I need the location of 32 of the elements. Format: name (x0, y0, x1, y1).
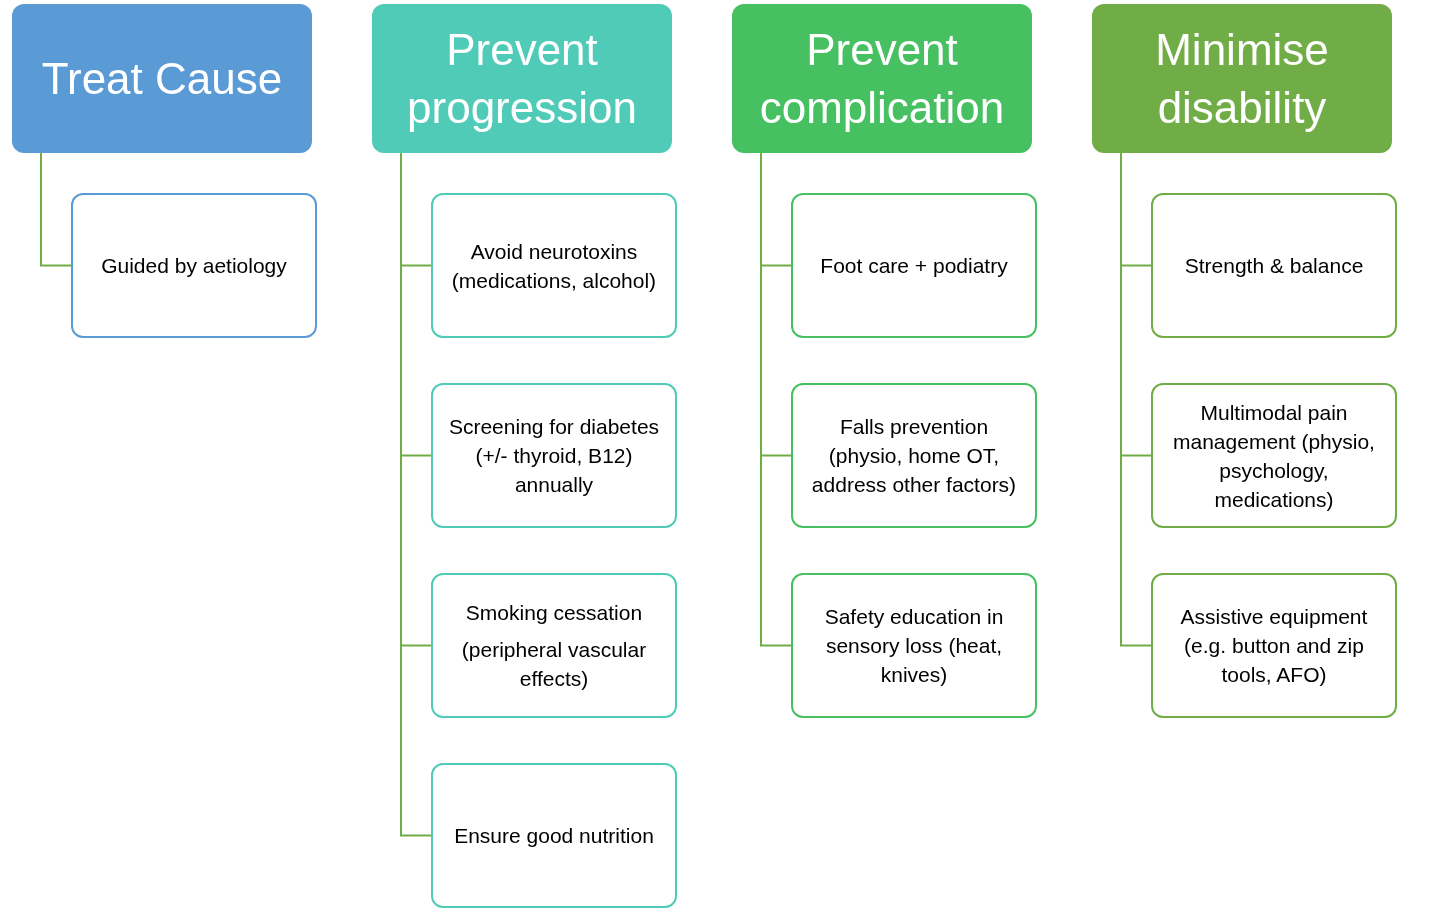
action-text: Screening for diabetes (+/- thyroid, B12) annually (447, 414, 661, 498)
action-text: Avoid neurotoxins (medications, alcohol) (450, 238, 658, 294)
action-text: Falls prevention (physio, home OT, address other factors) (810, 414, 1018, 498)
action-box (1151, 573, 1397, 718)
action-text: Smoking cessation (465, 600, 643, 626)
action-box (71, 193, 317, 338)
action-box (431, 193, 677, 338)
action-text: Multimodal pain management (physio, psychology, medications) (1172, 399, 1376, 513)
action-text: Safety education in sensory loss (heat, knives) (823, 604, 1005, 688)
action-text: (peripheral vascular effects) (460, 637, 648, 692)
action-text: Assistive equipment (e.g. button and zip tools, AFO) (1179, 604, 1369, 688)
action-text: Guided by aetiology (101, 253, 287, 279)
action-text: Foot care + podiatry (820, 253, 1008, 279)
action-box (791, 573, 1037, 718)
category-header (1092, 4, 1392, 153)
action-box (791, 193, 1037, 338)
category-header (372, 4, 672, 153)
action-box (431, 573, 677, 718)
header-text: Minimise disability (1154, 23, 1330, 134)
connector-line (40, 152, 72, 267)
category-header (12, 4, 312, 153)
action-box (1151, 383, 1397, 528)
action-text: Ensure good nutrition (454, 823, 654, 849)
action-box (431, 383, 677, 528)
header-text: Prevent progression (406, 23, 638, 134)
header-text: Treat Cause (41, 52, 283, 105)
action-box (791, 383, 1037, 528)
action-box (431, 763, 677, 908)
action-text: Strength & balance (1184, 253, 1364, 279)
header-text: Prevent complication (758, 23, 1006, 134)
action-box (1151, 193, 1397, 338)
category-header (732, 4, 1032, 153)
